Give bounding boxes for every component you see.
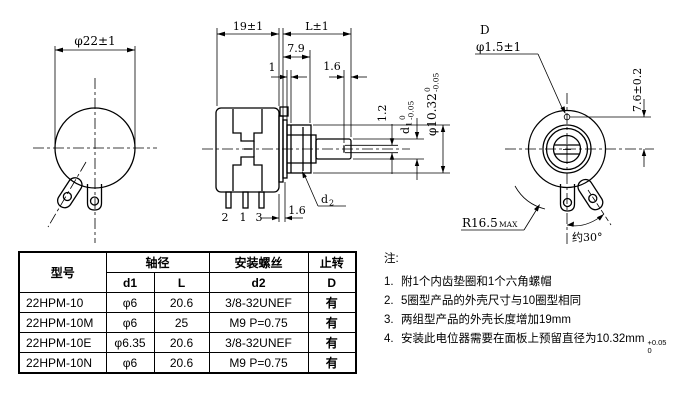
bushing-dia-tol-upper: 0 — [423, 87, 432, 92]
note-item: 2. 5圈型产品的外壳尺寸与10圈型相同 — [384, 292, 686, 311]
rear-view: D φ1.5±1 7.6±0.2 R16.5 MAX 约30° — [461, 23, 654, 246]
note-number: 3. — [384, 314, 394, 326]
front-view: φ22±1 — [33, 34, 157, 243]
max-radius-suffix: MAX — [499, 220, 518, 229]
table-header-row-1: 型号 轴径 安装螺丝 止转 — [18, 251, 357, 293]
terminal-label-2: 2 — [222, 211, 229, 224]
slot-width-dim: 1.2 — [376, 105, 389, 123]
cell-model: 22HPM-10 — [18, 292, 107, 313]
shaft-dia-label: d — [399, 127, 412, 134]
header-D: D — [307, 272, 357, 293]
pin-hole-letter: D — [480, 23, 490, 37]
header-d1: d1 — [105, 272, 155, 293]
cell-model: 22HPM-10M — [18, 312, 107, 333]
header-screw: 安装螺丝 — [208, 251, 309, 273]
cell-D: 有 — [307, 312, 357, 333]
header-stop: 止转 — [307, 251, 357, 273]
header-model: 型号 — [18, 251, 107, 293]
notes-block: 注: 1. 附1个内齿垫圈和1个六角螺帽 2. 5圈型产品的外壳尺寸与10圈型相… — [384, 250, 686, 355]
note-item: 3. 两组型产品的外壳长度增加19mm — [384, 311, 686, 330]
note-number: 2. — [384, 295, 394, 307]
terminal-label-1: 1 — [240, 211, 247, 224]
header-d2: d2 — [208, 272, 309, 293]
shaft-length-dim: L±1 — [305, 20, 329, 33]
pin-offset-dim: 7.6±0.2 — [631, 68, 644, 112]
pin-hole-dia-dim: φ1.5±1 — [476, 40, 521, 54]
slot-depth-dim: 1.6 — [323, 60, 341, 73]
side-view: 19±1 L±1 7.9 1 1.6 1.6 2 1 3 — [202, 20, 450, 224]
table-row: 22HPM-10E φ6.35 20.6 3/8-32UNEF 有 — [18, 332, 357, 353]
shaft-dia-tol-lower: -0.05 — [407, 101, 416, 120]
lug-angle-dim: 约30° — [572, 231, 603, 244]
cell-L: 20.6 — [153, 332, 210, 353]
note-number: 4. — [384, 333, 394, 345]
terminal-label-3: 3 — [256, 211, 263, 224]
max-radius-dim: R16.5 — [462, 216, 498, 230]
cell-D: 有 — [307, 292, 357, 313]
table-row: 22HPM-10N φ6 20.6 M9 P=0.75 有 — [18, 352, 357, 374]
header-shaft: 轴径 — [105, 251, 210, 273]
cell-d1: φ6 — [105, 352, 155, 374]
cell-D: 有 — [307, 332, 357, 353]
note-text: 附1个内齿垫圈和1个六角螺帽 — [401, 276, 552, 288]
table-row: 22HPM-10 φ6 20.6 3/8-32UNEF 有 — [18, 292, 357, 313]
cell-L: 20.6 — [153, 292, 210, 313]
cell-d2: M9 P=0.75 — [208, 312, 309, 333]
washer-thickness-dim: 1 — [269, 61, 276, 74]
cell-L: 25 — [153, 312, 210, 333]
mount-face-dim: 1.6 — [288, 204, 306, 217]
bushing-dia-label: φ10.32 — [425, 93, 439, 136]
shaft-dia-sub: 1 — [405, 122, 414, 127]
cell-model: 22HPM-10E — [18, 332, 107, 353]
cell-d2: M9 P=0.75 — [208, 352, 309, 374]
header-L: L — [153, 272, 210, 293]
note-item: 1. 附1个内齿垫圈和1个六角螺帽 — [384, 273, 686, 292]
bushing-length-dim: 7.9 — [287, 42, 305, 55]
cell-L: 20.6 — [153, 352, 210, 374]
body-depth-dim: 19±1 — [233, 20, 263, 33]
notes-title: 注: — [384, 253, 399, 265]
note-number: 1. — [384, 276, 394, 288]
thread-d2-sub: 2 — [329, 199, 334, 208]
bushing-dia-tol-lower: -0.05 — [432, 73, 441, 92]
table-header-row-2: d1 L d2 D — [19, 272, 357, 293]
cell-d2: 3/8-32UNEF — [208, 292, 309, 313]
note-text: 5圈型产品的外壳尺寸与10圈型相同 — [401, 295, 582, 307]
cell-d1: φ6 — [105, 292, 155, 313]
front-diameter-dim: φ22±1 — [74, 34, 115, 48]
cell-d2: 3/8-32UNEF — [208, 332, 309, 353]
model-spec-table: 型号 轴径 安装螺丝 止转 d1 L d2 D 22HPM-10 φ6 20.6… — [18, 251, 357, 374]
note-text: 两组型产品的外壳长度增加19mm — [401, 314, 571, 326]
cell-d1: φ6.35 — [105, 332, 155, 353]
cell-d1: φ6 — [105, 312, 155, 333]
thread-d2-label: d — [321, 193, 328, 206]
cell-D: 有 — [307, 352, 357, 374]
table-row: 22HPM-10M φ6 25 M9 P=0.75 有 — [18, 312, 357, 333]
shaft-dia-tol-upper: 0 — [398, 115, 407, 120]
cell-model: 22HPM-10N — [18, 352, 107, 374]
